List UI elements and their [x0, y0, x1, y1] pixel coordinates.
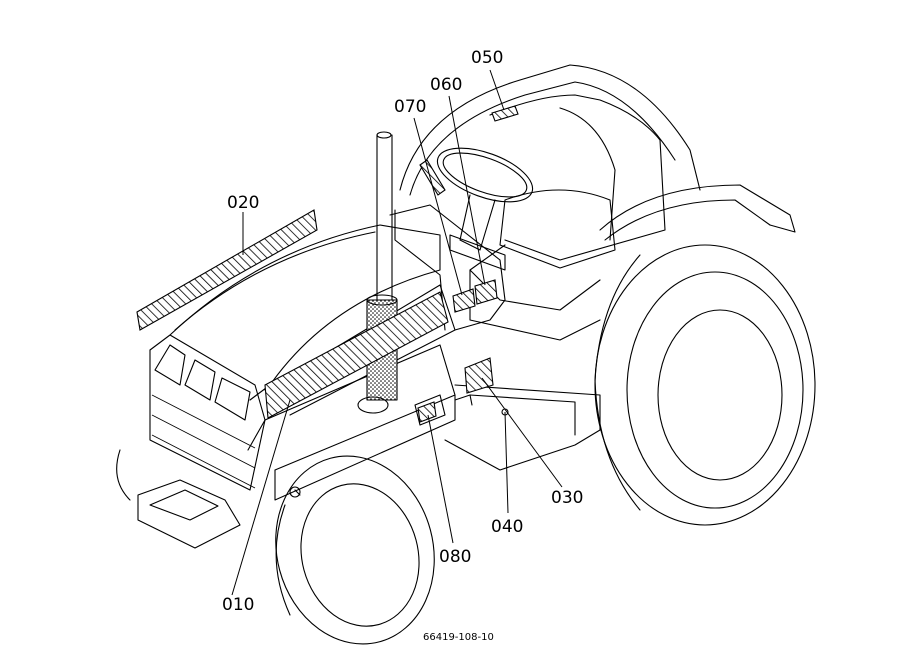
decal-020-hood-stripe [136, 209, 318, 331]
tractor-illustration [116, 64, 816, 645]
decal-080-small-label [417, 401, 437, 423]
callout-030: 030 [551, 488, 583, 508]
decal-010-side-stripe [264, 291, 449, 419]
decals [136, 105, 519, 423]
leader-lines [231, 69, 563, 596]
callout-050: 050 [471, 48, 503, 68]
callout-080: 080 [439, 547, 471, 567]
decal-070-dash-label [452, 288, 476, 313]
callout-010: 010 [222, 595, 254, 615]
decal-060-dash-label [474, 279, 498, 305]
decal-column [419, 159, 446, 196]
callout-labels: 010 020 030 040 050 060 070 080 66419-10… [222, 48, 583, 643]
callout-070: 070 [394, 97, 426, 117]
decal-050-seat-label [491, 105, 519, 122]
reference-code: 66419-108-10 [423, 632, 494, 643]
callout-060: 060 [430, 75, 462, 95]
callout-020: 020 [227, 193, 259, 213]
callout-040: 040 [491, 517, 523, 537]
